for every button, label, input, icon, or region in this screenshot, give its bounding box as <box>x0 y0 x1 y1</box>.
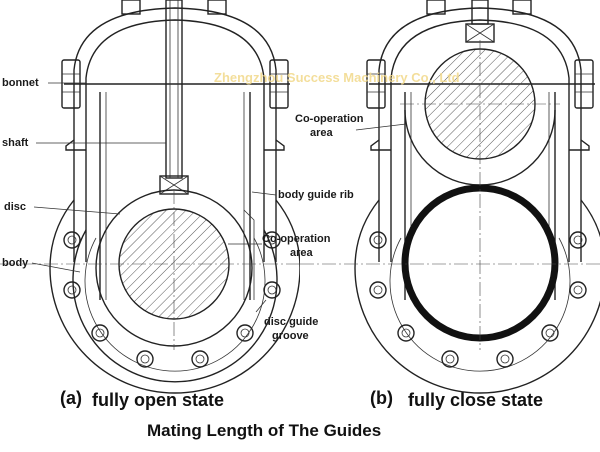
label-shaft: shaft <box>2 137 29 149</box>
right-cooperation-leader <box>355 123 407 131</box>
label-left-cooperation-line1: Co-operation <box>262 233 331 245</box>
caption-left-text: fully open state <box>92 390 224 410</box>
label-bonnet: bonnet <box>2 77 39 89</box>
right-body-outer <box>354 199 600 394</box>
caption-left-tag: (a) <box>60 388 82 408</box>
watermark-text: Zhengzhou Success Machinery Co., Ltd <box>214 70 460 85</box>
label-disc-guide-line2: groove <box>272 330 309 342</box>
figure-title: Mating Length of The Guides <box>147 421 381 440</box>
label-disc-guide-line1: disc guide <box>264 316 318 328</box>
left-valve-outer-wall <box>73 7 277 262</box>
label-right-cooperation-line2: area <box>310 127 334 139</box>
left-body-bolts <box>63 231 281 368</box>
right-valve-view <box>300 0 600 394</box>
label-body: body <box>2 257 29 269</box>
left-leader-lines <box>31 82 277 313</box>
right-valve-inner-wall <box>390 19 570 262</box>
label-disc: disc <box>4 201 26 213</box>
caption-right-tag: (b) <box>370 388 393 408</box>
label-right-cooperation-line1: Co-operation <box>295 113 364 125</box>
label-body-guide-rib: body guide rib <box>278 189 354 201</box>
right-body-bolts <box>369 231 587 368</box>
left-valve-view <box>0 0 300 394</box>
left-body-outer <box>49 199 300 394</box>
caption-right-text: fully close state <box>408 390 543 410</box>
right-valve-outer-wall <box>378 7 582 262</box>
left-body-inner <box>72 229 278 383</box>
label-left-cooperation-line2: area <box>290 247 314 259</box>
left-shaft <box>165 0 183 179</box>
left-valve-inner-wall <box>85 19 265 262</box>
